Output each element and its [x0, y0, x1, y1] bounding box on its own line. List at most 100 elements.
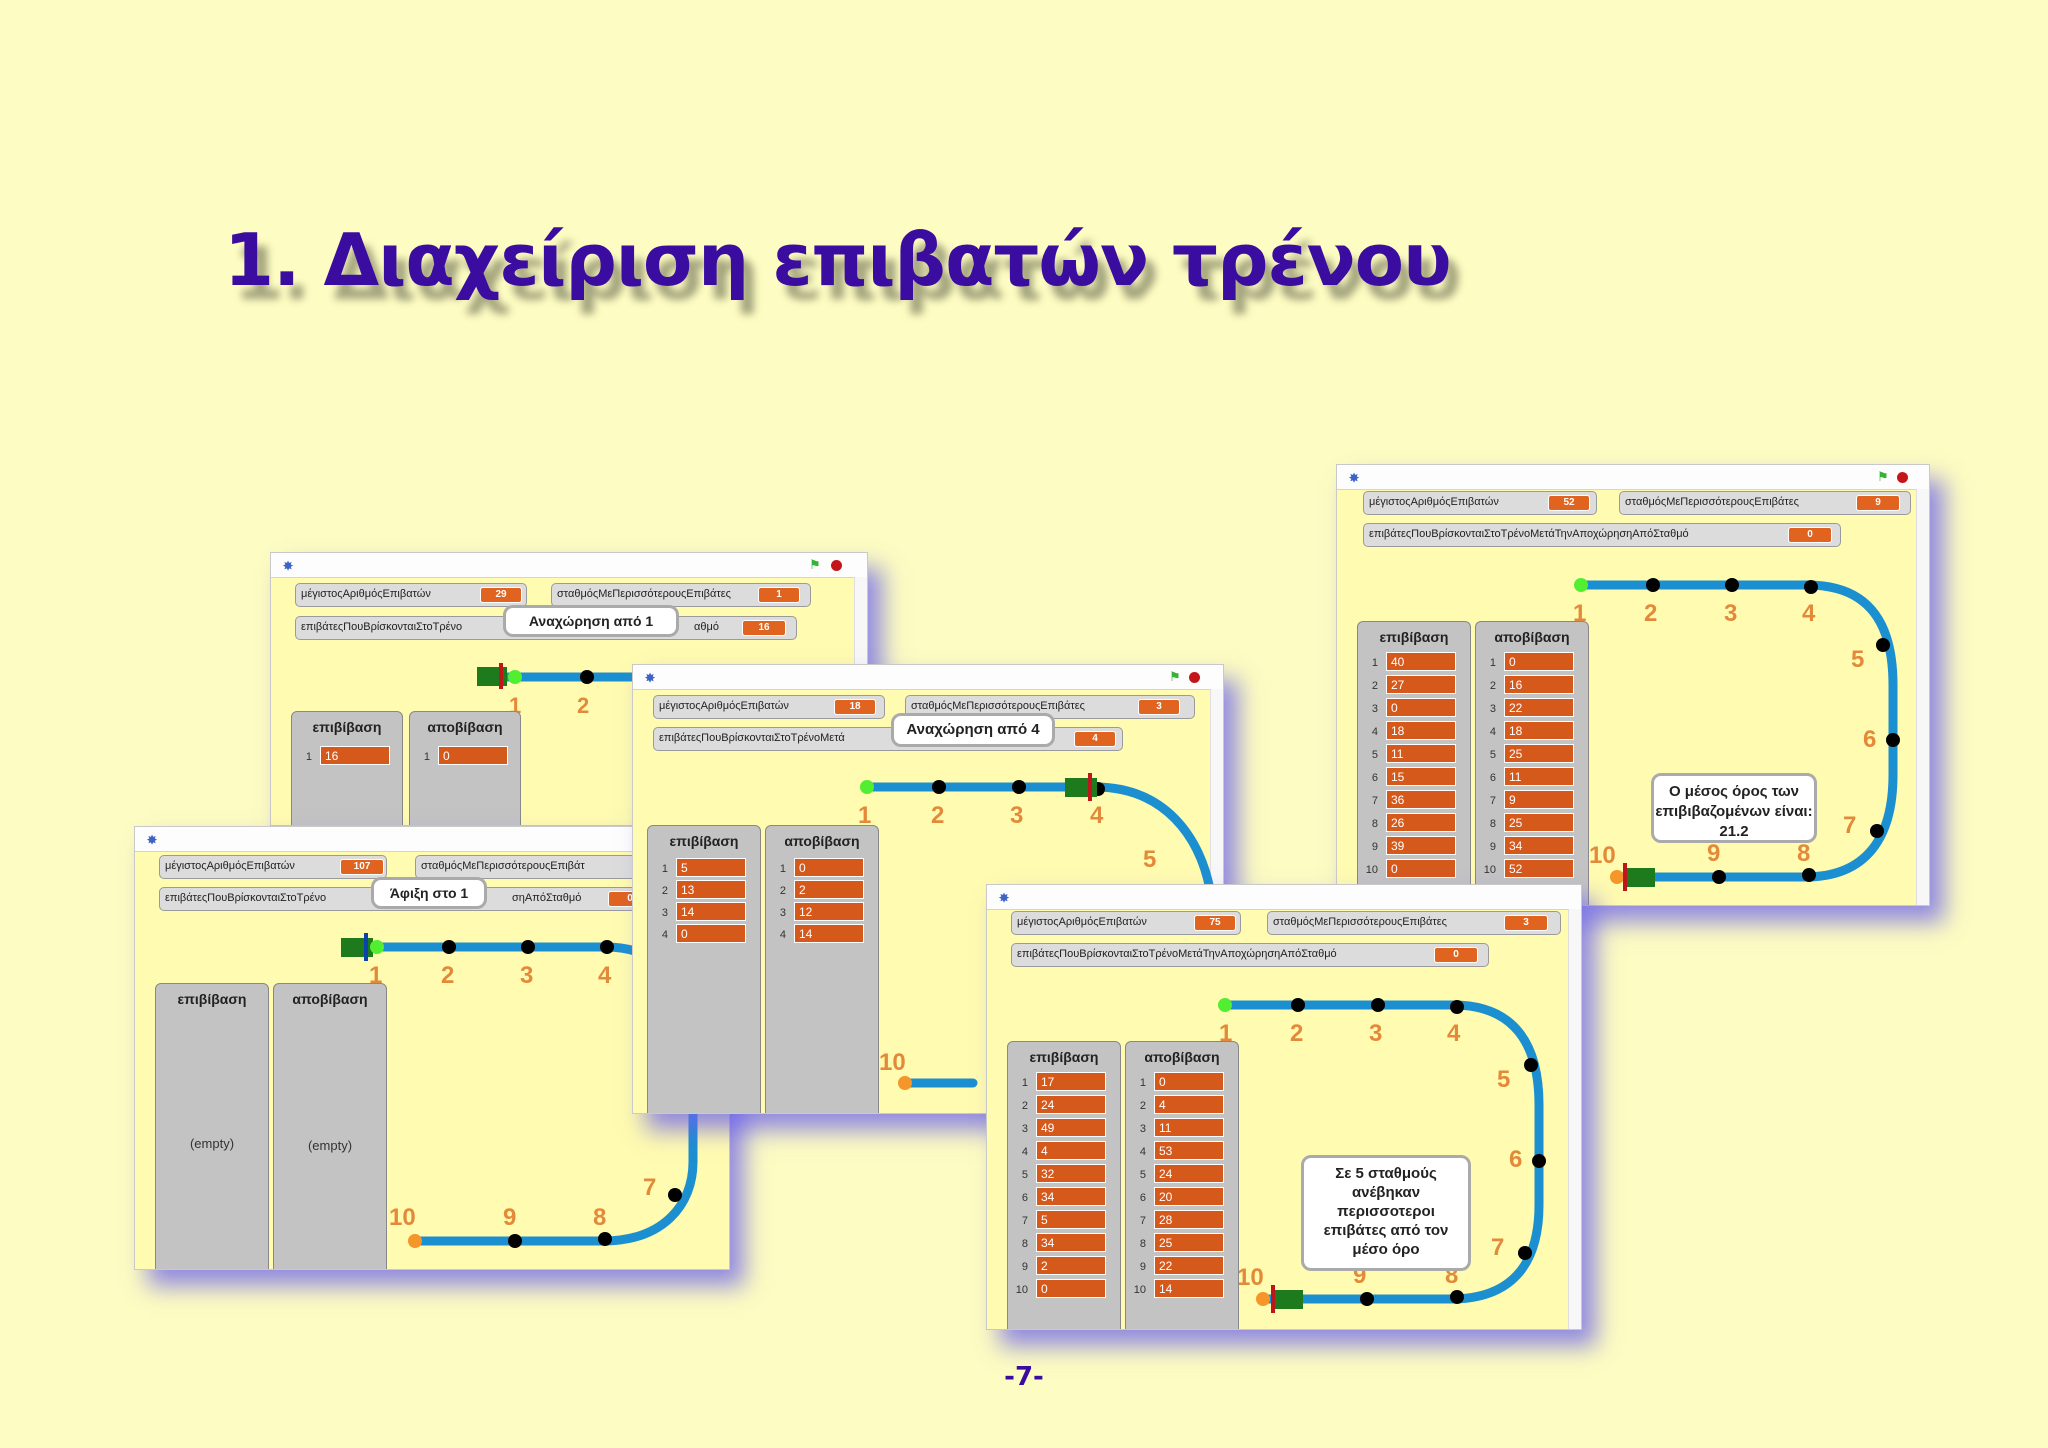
- green-flag-icon[interactable]: ⚑: [1877, 469, 1889, 484]
- scratch-icon: ✸: [1349, 471, 1360, 485]
- stop-icon[interactable]: [831, 560, 842, 571]
- station-label: 3: [1724, 600, 1737, 627]
- end-station-dot: [408, 1234, 422, 1248]
- monitor-value: 16: [742, 620, 786, 636]
- station-label: 1: [1219, 1020, 1232, 1047]
- station-dot: [580, 670, 594, 684]
- list-index: 3: [1139, 1123, 1146, 1135]
- monitor-passengers-on-train: επιβάτεςΠουΒρίσκονταιΣτοΤρένοΜετάΤηνΑποχ…: [1363, 523, 1841, 547]
- list-value: 15: [1386, 767, 1456, 786]
- list-value: 0: [438, 746, 508, 765]
- monitor-label: σταθμόςΜεΠερισσότερουςΕπιβάτες: [1273, 916, 1447, 928]
- monitor-label: μέγιστοςΑριθμόςΕπιβατών: [659, 700, 789, 712]
- list-value: 16: [320, 746, 390, 765]
- speech-bubble: Αναχώρηση από 1: [503, 605, 679, 637]
- stop-icon[interactable]: [1897, 472, 1908, 483]
- list-value: 34: [1036, 1187, 1106, 1206]
- station-label: 2: [1290, 1020, 1303, 1047]
- list-boarding: επιβίβαση 1 16: [291, 711, 403, 825]
- list-value: 24: [1036, 1095, 1106, 1114]
- bubble-text: Άφιξη στο 1: [389, 885, 469, 901]
- station-label: 5: [1143, 846, 1156, 873]
- list-value: 24: [1154, 1164, 1224, 1183]
- station-label: 7: [643, 1174, 656, 1201]
- green-flag-icon[interactable]: ⚑: [809, 557, 821, 572]
- list-header: αποβίβαση: [427, 719, 503, 735]
- list-index: 3: [1021, 1123, 1028, 1135]
- list-index: 1: [661, 863, 668, 875]
- list-value: 39: [1386, 836, 1456, 855]
- monitor-label: επιβάτεςΠουΒρίσκονταιΣτοΤρένοΜετάΤηνΑποχ…: [1369, 528, 1689, 540]
- stop-icon[interactable]: [1189, 672, 1200, 683]
- list-header: επιβίβαση: [177, 991, 247, 1007]
- station-dot: [1012, 780, 1026, 794]
- monitor-value: 9: [1856, 495, 1900, 511]
- station-dot: [442, 940, 456, 954]
- monitor-label: μέγιστοςΑριθμόςΕπιβατών: [301, 588, 431, 600]
- station-label: 10: [389, 1204, 416, 1231]
- list-index: 8: [1139, 1238, 1146, 1250]
- railway-track: 1 2 3 4 7 8 9 10: [341, 933, 698, 1248]
- list-index: 1: [1021, 1077, 1028, 1089]
- list-value: 25: [1504, 744, 1574, 763]
- station-label: 2: [931, 802, 944, 829]
- list-value: 14: [676, 902, 746, 921]
- station-label: 4: [598, 962, 612, 989]
- end-station-dot: [1256, 1292, 1270, 1306]
- train-front: [1088, 773, 1092, 801]
- list-index: 7: [1139, 1215, 1146, 1227]
- monitor-value: 3: [1504, 915, 1548, 931]
- list-value: 0: [1504, 652, 1574, 671]
- monitor-max-passengers: μέγιστοςΑριθμόςΕπιβατών 29: [295, 583, 527, 607]
- list-index: 1: [423, 751, 430, 763]
- list-index: 6: [1021, 1192, 1028, 1204]
- train-front: [1271, 1285, 1275, 1313]
- list-value: 4: [1036, 1141, 1106, 1160]
- station-label: 2: [1644, 600, 1657, 627]
- train-front: [1623, 863, 1627, 891]
- monitor-value: 0: [1788, 527, 1832, 543]
- train-front: [364, 933, 368, 961]
- list-index: 2: [1371, 680, 1378, 692]
- list-index: 1: [1489, 657, 1496, 669]
- list-header: επιβίβαση: [669, 833, 739, 849]
- station-dot: [1712, 870, 1726, 884]
- train: [1273, 1290, 1303, 1309]
- list-value: 27: [1386, 675, 1456, 694]
- list-index: 7: [1489, 795, 1496, 807]
- list-index: 4: [1371, 726, 1378, 738]
- list-alighting: αποβίβαση (empty): [273, 983, 387, 1269]
- station-dot: [1450, 1000, 1464, 1014]
- list-value: 9: [1504, 790, 1574, 809]
- list-value: 0: [794, 858, 864, 877]
- station-label: 2: [441, 962, 454, 989]
- scratch-icon: ✸: [645, 671, 656, 685]
- list-value: 12: [794, 902, 864, 921]
- station-label: 8: [1797, 840, 1810, 867]
- list-value: 36: [1386, 790, 1456, 809]
- station-dot: [1876, 638, 1890, 652]
- station-dot: [1450, 1290, 1464, 1304]
- list-value: 25: [1504, 813, 1574, 832]
- list-index: 1: [779, 863, 786, 875]
- scrollbar[interactable]: [1916, 489, 1929, 905]
- station-dot: [600, 940, 614, 954]
- monitor-passengers-on-train: επιβάτεςΠουΒρίσκονταιΣτοΤρένοΜετάΤηνΑποχ…: [1011, 943, 1489, 967]
- station-dot: [1360, 1292, 1374, 1306]
- bubble-text: Αναχώρηση από 4: [906, 721, 1040, 738]
- green-flag-icon[interactable]: ⚑: [1169, 669, 1181, 684]
- monitor-max-passengers: μέγιστοςΑριθμόςΕπιβατών 18: [653, 695, 885, 719]
- monitor-label: σταθμόςΜεΠερισσότερουςΕπιβάτες: [557, 588, 731, 600]
- station-label: 9: [1707, 840, 1720, 867]
- list-index: 6: [1371, 772, 1378, 784]
- list-value: 2: [794, 880, 864, 899]
- train: [1625, 868, 1655, 887]
- monitor-value: 107: [340, 859, 384, 875]
- station-dot: [521, 940, 535, 954]
- stage-titlebar: ✸ ⚑: [633, 665, 1223, 690]
- track-line: [862, 782, 1216, 1088]
- scrollbar[interactable]: [1568, 909, 1581, 1329]
- list-value: 53: [1154, 1141, 1224, 1160]
- list-header: αποβίβαση: [1144, 1049, 1220, 1065]
